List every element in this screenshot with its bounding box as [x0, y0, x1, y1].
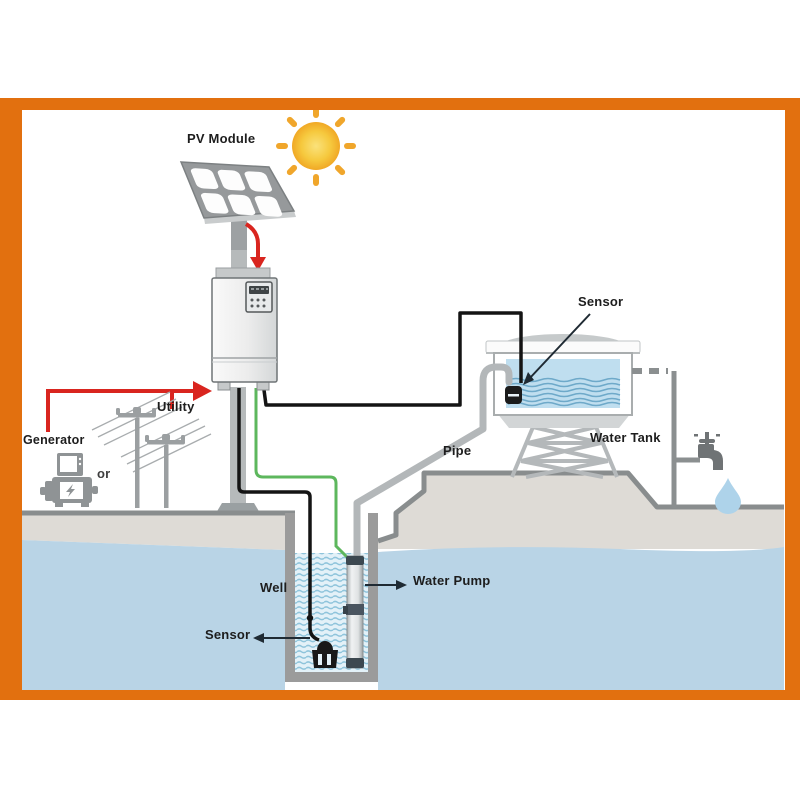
water-drop-icon [715, 478, 741, 514]
ground-right-hill [377, 470, 784, 692]
solar-panel-icon [179, 161, 296, 278]
faucet-icon [694, 432, 723, 470]
pipe-tank-to-faucet [632, 368, 700, 508]
well-label: Well [260, 580, 288, 595]
water-pump-label: Water Pump [413, 573, 491, 588]
water-pump-icon [343, 555, 364, 669]
pv-module-label: PV Module [187, 131, 256, 146]
water-pump-arrow [365, 580, 407, 590]
float-sensor-icon [505, 386, 522, 404]
ground-left [22, 510, 295, 692]
tank-sensor-wire [262, 311, 523, 407]
water-tank-label: Water Tank [590, 430, 661, 445]
pipe-label: Pipe [443, 443, 472, 458]
well-sensor-arrow [253, 633, 310, 643]
tank-water-waves [507, 377, 621, 407]
well-sensor-wire [237, 388, 320, 642]
well-sensor-icon [312, 641, 338, 668]
tank-tower [510, 425, 619, 479]
or-label: or [97, 466, 111, 481]
well-sensor-label: Sensor [205, 627, 251, 642]
utility-label: Utility [157, 399, 195, 414]
tank-sensor-arrow [523, 313, 591, 385]
pv-power-arrow [244, 222, 266, 271]
orange-frame [0, 98, 800, 700]
generator-label: Generator [23, 433, 85, 447]
tank-sensor-label: Sensor [578, 294, 624, 309]
pipe-well-to-tank [353, 363, 513, 564]
controller-icon [211, 267, 278, 391]
backup-power-wire [46, 381, 212, 432]
utility-poles-icon [91, 391, 212, 508]
pump-power-wire [254, 388, 349, 559]
controller-display [245, 281, 273, 313]
generator-icon [40, 453, 98, 507]
sun-icon [276, 106, 356, 186]
